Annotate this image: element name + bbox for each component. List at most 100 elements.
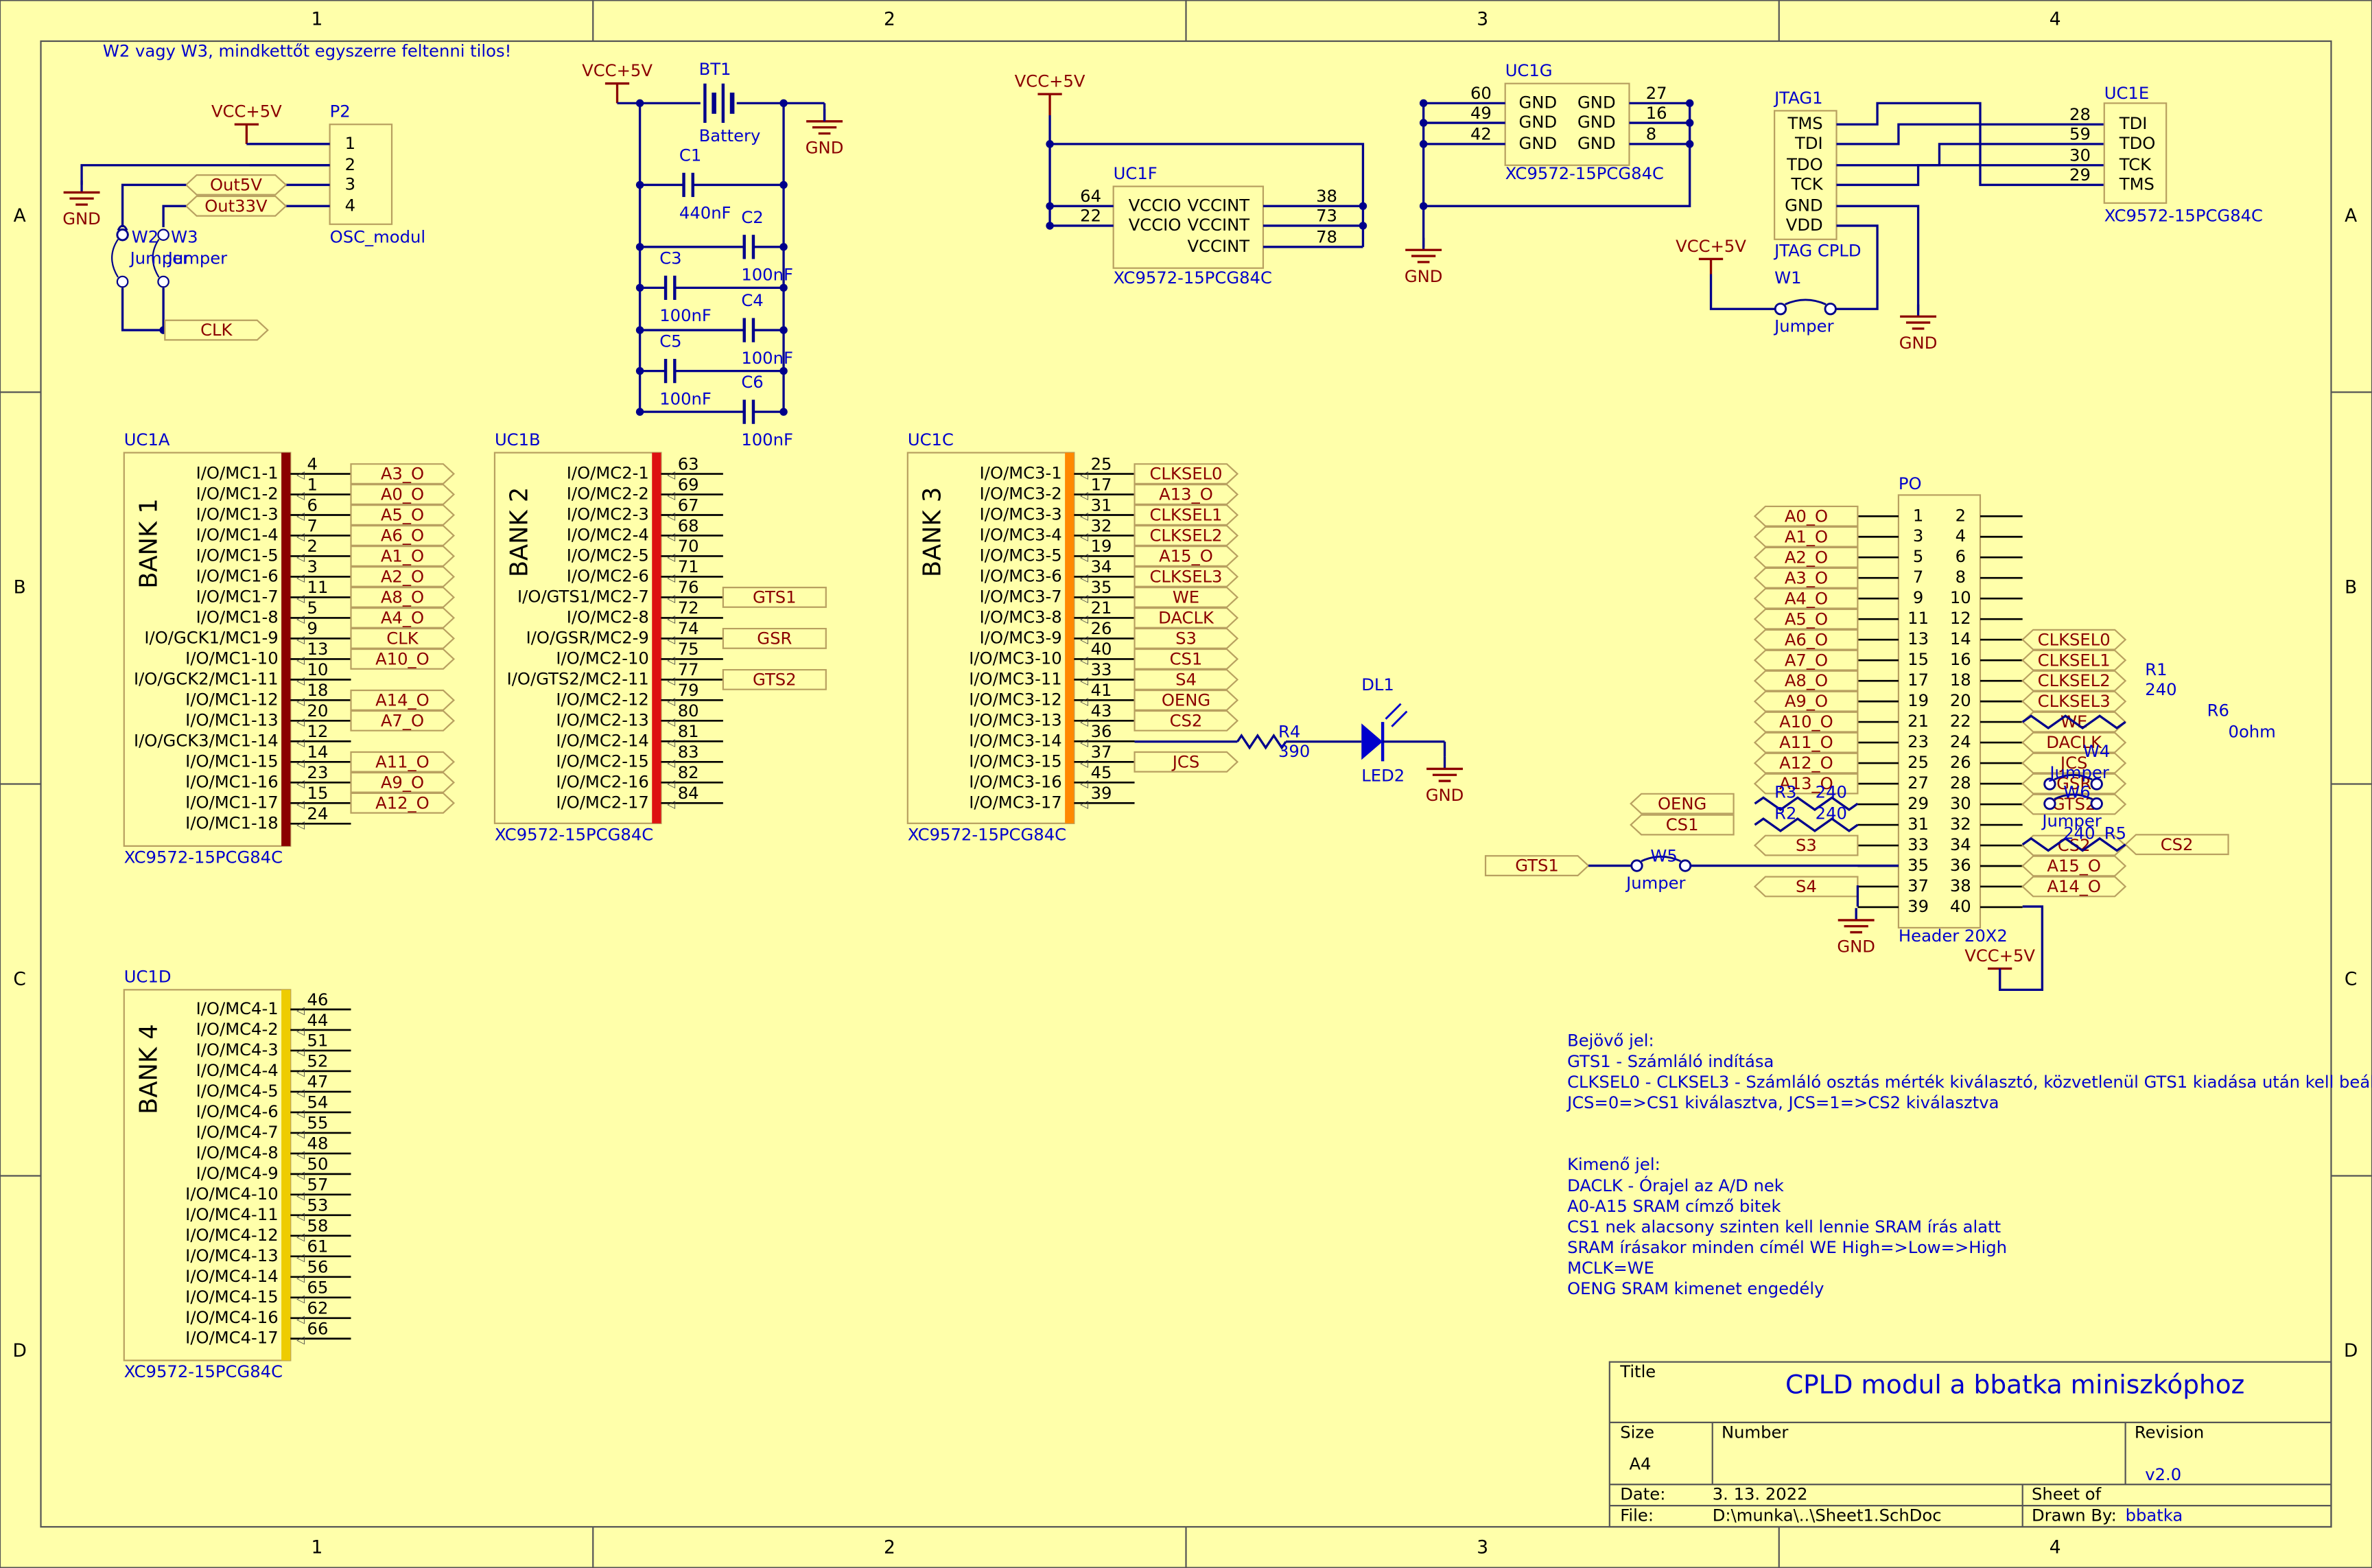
uc1f-vcc-wire <box>1048 115 1365 247</box>
bank-pin-name: I/O/MC2-10 <box>556 648 648 668</box>
bank-pin-name: I/O/MC1-1 <box>196 463 279 483</box>
net-port-shape <box>350 484 456 505</box>
bank-pin-name: I/O/MC4-11 <box>185 1204 278 1224</box>
po-vcc-wire <box>1998 905 2044 991</box>
net-port: DACLK <box>2021 732 2127 753</box>
bank-pin-marker: ◁ <box>667 469 675 481</box>
bank-pin-number: 4 <box>307 454 318 473</box>
uc1f-part: XC9572-15PCG84C <box>1114 268 1272 288</box>
net-port: A1_O <box>350 546 456 567</box>
net-port-label: A4_O <box>381 608 424 628</box>
bank-pin-number: 83 <box>678 742 699 762</box>
bank-body <box>123 989 292 1361</box>
notes-output-line: A0-A15 SRAM címző bitek <box>1567 1196 1781 1216</box>
bank-pin-marker: ◁ <box>296 1087 305 1099</box>
bank-title: BANK 2 <box>505 487 533 577</box>
net-port-shape <box>2124 834 2229 856</box>
bank-pin-marker: ◁ <box>296 1230 305 1243</box>
net-port: CLKSEL3 <box>2021 690 2127 712</box>
bank-pin-number: 76 <box>678 577 699 597</box>
bank-pin-number: 61 <box>307 1237 329 1256</box>
po-pin-number: 29 <box>1907 793 1929 813</box>
net-port-label: A0_O <box>1785 506 1828 526</box>
net-port-label: A14_O <box>375 690 430 710</box>
net-port-shape <box>350 710 456 732</box>
bank-pin-name: I/O/MC3-14 <box>969 730 1061 750</box>
uc1f-pin-number: 64 <box>1080 186 1101 206</box>
net-port-label: A7_O <box>381 710 424 730</box>
bank-pin-marker: ◁ <box>296 469 305 481</box>
net-port-shape <box>1134 751 1239 773</box>
bank-pin-name: I/O/MC1-3 <box>196 504 279 524</box>
uc1f-pin-number: 78 <box>1316 227 1337 247</box>
uc1e-pin-name: TDO <box>2119 133 2156 153</box>
uc1g-pin-number: 42 <box>1470 124 1492 144</box>
jumper-pin <box>2043 777 2056 791</box>
bank-pin-number: 25 <box>1091 454 1112 473</box>
net-port: A8_O <box>350 587 456 608</box>
net-port-shape <box>1134 463 1239 484</box>
resistor-zigzag <box>2021 714 2126 729</box>
uc1f-pin-number: 38 <box>1316 186 1337 206</box>
r1-designator: R1 <box>2145 659 2167 679</box>
uc1g-pin-number: 49 <box>1470 103 1492 123</box>
jumper-bridge <box>2054 773 2093 781</box>
net-port-label: Out5V <box>210 175 262 195</box>
bank-pin-marker: ◁ <box>667 489 675 502</box>
notes-input-line: CLKSEL0 - CLKSEL3 - Számláló osztás mért… <box>1567 1072 2372 1092</box>
bank-pin-marker: ◁ <box>296 1292 305 1304</box>
bank-pin-name: I/O/GCK2/MC1-11 <box>134 668 279 688</box>
net-port-label: CLKSEL2 <box>1150 526 1223 546</box>
jtag-tdo-wire <box>1836 143 2104 167</box>
net-port-shape <box>2021 855 2127 877</box>
bank-pin-number: 17 <box>1091 474 1112 494</box>
jumper-bridge <box>111 239 119 278</box>
po-pin-number: 26 <box>1950 752 1971 772</box>
bank-pin-name: I/O/MC1-17 <box>185 792 278 812</box>
net-port: A12_O <box>1753 752 1859 774</box>
bank-pin-number: 11 <box>307 577 329 597</box>
bank-pin-marker: ◁ <box>667 592 675 605</box>
jumper-pin <box>157 275 169 288</box>
net-port: CS2 <box>1134 710 1239 732</box>
po-pin-number: 20 <box>1950 690 1971 710</box>
net-port-label: A14_O <box>2047 876 2101 896</box>
jumper-pin <box>1630 859 1643 872</box>
bank-pin-marker: ◁ <box>1080 777 1088 790</box>
led-arrow <box>1385 703 1402 720</box>
w1-label: W1 <box>1774 268 1801 288</box>
net-port-label: A2_O <box>381 567 424 587</box>
cap-designator: C5 <box>659 331 681 351</box>
net-port: A4_O <box>350 607 456 629</box>
net-port: A15_O <box>2021 855 2127 877</box>
notes-output-line: MCLK=WE <box>1567 1258 1654 1278</box>
net-port-shape <box>1753 608 1859 630</box>
bank-pin-name: I/O/MC4-2 <box>196 1019 279 1039</box>
bank-pin-name: I/O/MC2-14 <box>556 730 648 750</box>
net-port-label: CLKSEL3 <box>2038 691 2111 711</box>
jumper-pin <box>1774 303 1787 316</box>
date-value: 3. 13. 2022 <box>1713 1484 1808 1504</box>
bank-pin-marker: ◁ <box>667 572 675 584</box>
bank-body <box>493 452 662 824</box>
net-port-label: A4_O <box>1785 588 1828 608</box>
net-port-label: CLK <box>386 629 419 648</box>
bank-pin-name: I/O/MC4-3 <box>196 1040 279 1060</box>
w3-label: W3 <box>171 227 198 247</box>
net-port-label: Out33V <box>204 196 268 215</box>
bank-pin-number: 34 <box>1091 557 1112 576</box>
junction-dot <box>1419 202 1428 211</box>
jumper-bridge <box>2054 793 2093 800</box>
net-port-shape <box>1753 567 1859 589</box>
uc1f-body <box>1112 185 1265 269</box>
net-port: A10_O <box>350 648 456 670</box>
net-port-label: A8_O <box>381 587 424 607</box>
jumper-pin <box>1678 859 1692 872</box>
zone-col-label: 4 <box>2050 9 2061 30</box>
bank-pin-marker: ◁ <box>296 1272 305 1284</box>
r5-designator: R5 <box>2104 823 2126 843</box>
net-port: A5_O <box>1753 608 1859 630</box>
net-port-label: GTS1 <box>1515 856 1559 876</box>
net-port: CS1 <box>1630 814 1735 836</box>
jumper-pin <box>116 229 129 242</box>
